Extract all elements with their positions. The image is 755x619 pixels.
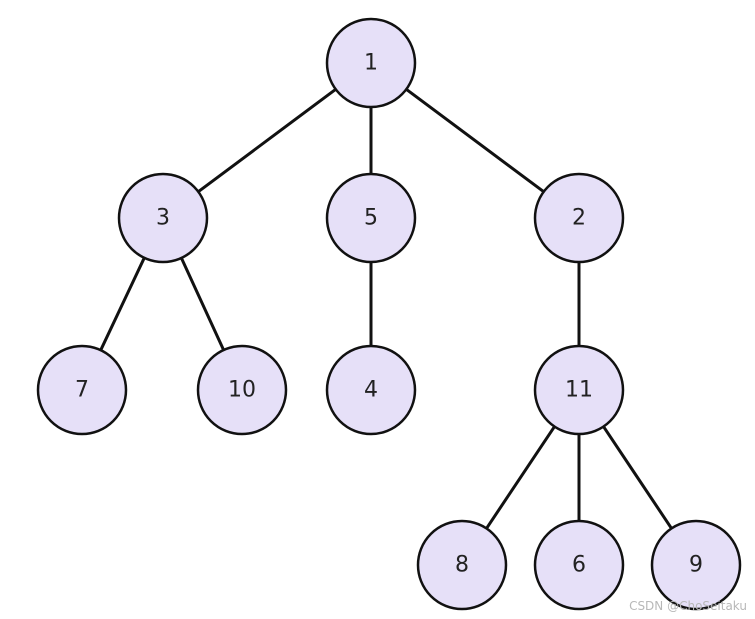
node-circle: [416, 519, 508, 611]
edge-n11-n9: [602, 425, 673, 530]
node-circle: [36, 344, 128, 436]
node-label: 9: [689, 553, 703, 578]
edge-n11-n8: [485, 425, 556, 530]
node-label: 10: [228, 378, 256, 403]
node-5: 5: [325, 172, 417, 264]
node-label: 5: [364, 206, 378, 231]
node-circle: [325, 17, 417, 109]
node-7: 7: [36, 344, 128, 436]
node-circle: [325, 344, 417, 436]
edges-layer: [99, 87, 673, 530]
node-label: 4: [364, 378, 378, 403]
node-9: 9: [650, 519, 742, 611]
node-2: 2: [533, 172, 625, 264]
node-circle: [533, 519, 625, 611]
node-label: 8: [455, 553, 469, 578]
node-label: 11: [565, 378, 593, 403]
node-8: 8: [416, 519, 508, 611]
node-label: 3: [156, 206, 170, 231]
edge-n3-n10: [179, 256, 226, 352]
watermark: CSDN @ChoSeitaku: [629, 599, 747, 613]
node-11: 11: [533, 344, 625, 436]
node-circle: [533, 172, 625, 264]
edge-n3-n7: [99, 256, 146, 352]
node-4: 4: [325, 344, 417, 436]
node-3: 3: [117, 172, 209, 264]
node-label: 2: [572, 206, 586, 231]
edge-n1-n3: [196, 87, 338, 194]
node-10: 10: [196, 344, 288, 436]
node-circle: [533, 344, 625, 436]
node-circle: [117, 172, 209, 264]
node-circle: [196, 344, 288, 436]
node-label: 6: [572, 553, 586, 578]
edge-n1-n2: [404, 87, 546, 194]
node-circle: [325, 172, 417, 264]
node-6: 6: [533, 519, 625, 611]
node-label: 7: [75, 378, 89, 403]
node-1: 1: [325, 17, 417, 109]
node-circle: [650, 519, 742, 611]
nodes-layer: 1 3 5 2 7 10 4 11 8 6 9: [36, 17, 742, 611]
node-label: 1: [364, 51, 378, 76]
